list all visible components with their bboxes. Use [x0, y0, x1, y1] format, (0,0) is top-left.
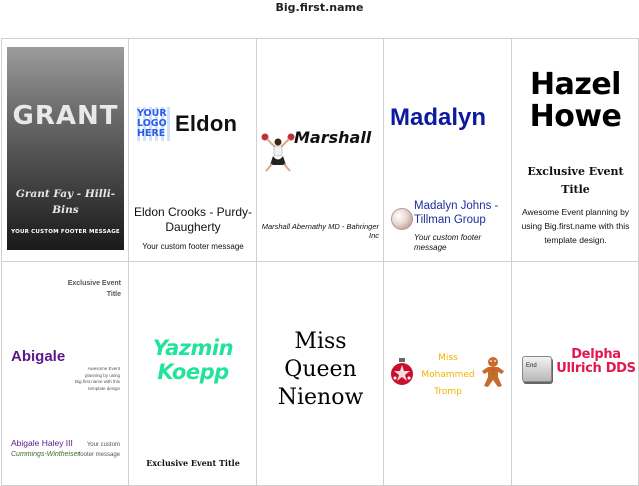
card-first-name: Miss Queen Nienow	[277, 329, 364, 410]
card-footer: Your custom footer message	[414, 233, 482, 252]
logo-placeholder-text: YOUR LOGO HERE	[137, 108, 167, 139]
card-background-image	[7, 47, 124, 250]
card-eldon[interactable]: YOUR LOGO HERE Eldon Eldon Crooks - Purd…	[129, 39, 257, 262]
card-first-name: Marshall	[294, 128, 372, 147]
card-mohammed-tromp[interactable]: Miss Mohammed Tromp	[384, 262, 512, 486]
card-yazmin-koepp[interactable]: Yazmin Koepp Exclusive Event Title	[129, 262, 257, 486]
keyboard-key-icon: End	[522, 356, 552, 382]
event-title: Exclusive Event Title	[146, 458, 240, 468]
card-grid: GRANT Grant Fay - Hilli-Bins YOUR CUSTOM…	[1, 38, 639, 486]
card-madalyn[interactable]: Madalyn Madalyn Johns - Tillman Group Yo…	[384, 39, 512, 262]
card-full-name: Abigale Haley III	[11, 438, 73, 448]
event-title: Exclusive Event Title	[67, 280, 121, 298]
card-first-name: Miss Mohammed Tromp	[421, 353, 475, 397]
card-footer: YOUR CUSTOM FOOTER MESSAGE	[11, 229, 120, 235]
ball-icon	[391, 208, 413, 230]
card-delpha-ullrich[interactable]: End Delpha Ullrich DDS	[512, 262, 639, 486]
event-title: Exclusive Event Title	[527, 165, 624, 196]
jumping-person-icon	[261, 133, 295, 172]
card-marshall[interactable]: Marshall Marshall Abernathy MD - Bahring…	[257, 39, 384, 262]
card-full-name: Madalyn Johns - Tillman Group	[414, 200, 499, 226]
card-footer: Your custom footer message	[78, 442, 120, 458]
card-first-name: Yazmin Koepp	[152, 336, 234, 384]
card-hazel-howe[interactable]: Hazel Howe Exclusive Event Title Awesome…	[512, 39, 639, 262]
christmas-ornament-icon	[391, 358, 413, 385]
page-title: Big.first.name	[275, 1, 364, 14]
card-first-name: Madalyn	[390, 104, 487, 131]
event-description: Awesome Event planning by using Big.firs…	[74, 366, 120, 391]
card-first-name: Eldon	[175, 111, 238, 136]
logo-placeholder-icon: YOUR LOGO HERE	[137, 107, 173, 141]
card-first-name: Hazel Howe	[529, 67, 622, 134]
card-first-name: Delpha Ullrich DDS	[556, 347, 636, 376]
card-first-name: Abigale	[11, 348, 66, 365]
card-abigale[interactable]: Exclusive Event Title Abigale Awesome Ev…	[2, 262, 129, 486]
card-footer: Your custom footer message	[142, 242, 244, 251]
card-company: Cummings-Wintheiser	[11, 451, 80, 458]
event-description: Awesome Event planning by using Big.firs…	[521, 207, 630, 245]
gingerbread-man-icon	[482, 357, 504, 387]
card-full-name: Grant Fay - Hilli-Bins	[15, 188, 116, 216]
key-label: End	[526, 363, 537, 369]
card-grant[interactable]: GRANT Grant Fay - Hilli-Bins YOUR CUSTOM…	[2, 39, 129, 262]
card-full-name: Eldon Crooks - Purdy-Daugherty	[133, 205, 253, 234]
card-full-name: Marshall Abernathy MD - Bahringer Inc	[261, 222, 379, 240]
card-queen-nienow[interactable]: Miss Queen Nienow	[257, 262, 384, 486]
card-first-name: GRANT	[12, 101, 119, 131]
